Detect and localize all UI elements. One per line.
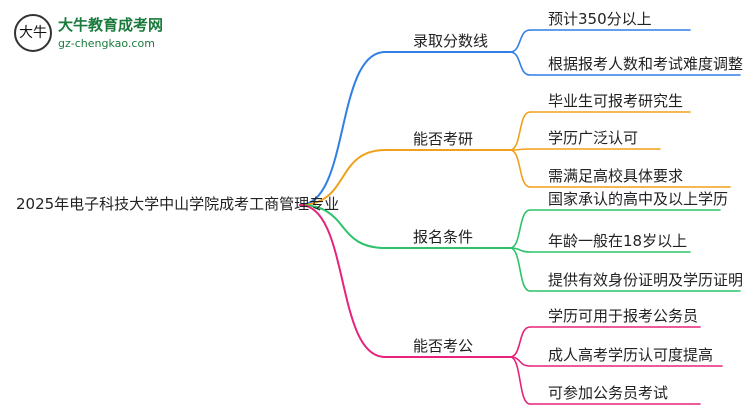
leaf-connector xyxy=(509,247,531,292)
branch-label: 录取分数线 xyxy=(413,32,489,50)
leaf-label: 国家承认的高中及以上学历 xyxy=(548,190,729,208)
leaf-connector xyxy=(509,356,531,405)
leaf-label: 需满足高校具体要求 xyxy=(548,167,684,185)
leaf-label: 成人高考学历认可度提高 xyxy=(548,346,714,364)
leaf-connector xyxy=(509,111,531,151)
leaf-label: 预计350分以上 xyxy=(548,10,652,28)
leaf-label: 学历可用于报考公务员 xyxy=(548,307,699,325)
leaf-connector xyxy=(509,29,531,53)
branch-connector xyxy=(299,149,386,206)
branch-connector xyxy=(299,204,386,358)
leaf-connector xyxy=(509,326,531,358)
leaf-label: 学历广泛认可 xyxy=(548,129,639,147)
logo-url: gz-chengkao.com xyxy=(58,37,155,50)
branch-connector xyxy=(299,204,386,249)
leaf-connector xyxy=(509,149,531,188)
branch-label: 能否考公 xyxy=(413,337,474,355)
leaf-label: 毕业生可报考研究生 xyxy=(548,92,684,110)
leaf-label: 年龄一般在18岁以上 xyxy=(548,232,688,250)
site-logo[interactable]: 大牛 大牛教育成考网 gz-chengkao.com xyxy=(10,10,170,56)
logo-badge-icon: 大牛 xyxy=(14,14,52,52)
root-topic: 2025年电子科技大学中山学院成考工商管理专业 xyxy=(16,195,340,213)
branch-label: 报名条件 xyxy=(413,228,474,246)
logo-site-name: 大牛教育成考网 xyxy=(58,16,164,34)
leaf-connector xyxy=(509,51,531,76)
branch-connector xyxy=(299,51,386,206)
leaf-label: 可参加公务员考试 xyxy=(548,384,669,402)
leaf-label: 提供有效身份证明及学历证明 xyxy=(548,271,744,289)
leaf-label: 根据报考人数和考试难度调整 xyxy=(548,55,744,73)
leaf-connector xyxy=(509,209,531,249)
branch-label: 能否考研 xyxy=(413,130,474,148)
